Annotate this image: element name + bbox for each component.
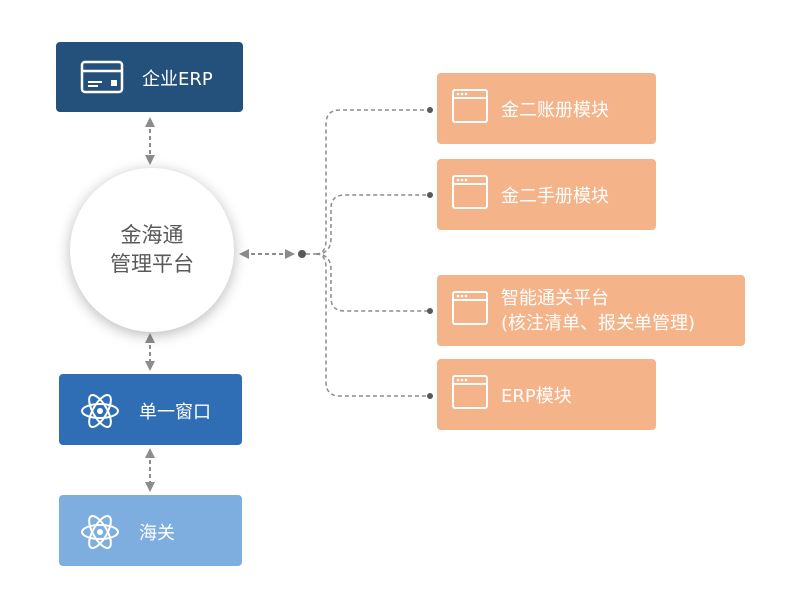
atom-icon xyxy=(81,515,119,549)
platform-title-line1: 金海通 xyxy=(120,223,184,247)
branch-endpoints xyxy=(427,107,433,399)
browser-window-icon xyxy=(452,89,488,123)
customs-box: 海关 xyxy=(59,495,242,566)
platform-node: 金海通 管理平台 xyxy=(70,168,234,332)
enterprise-erp-label: 企业ERP xyxy=(142,69,213,90)
atom-icon xyxy=(81,394,119,428)
browser-window-icon xyxy=(452,375,488,409)
module-label: 金二账册模块 xyxy=(501,100,609,121)
module-label: ERP模块 xyxy=(501,386,572,407)
single-window-label: 单一窗口 xyxy=(139,402,211,423)
single-window-box: 单一窗口 xyxy=(59,374,242,445)
module-box-ledger: 金二账册模块 xyxy=(437,73,656,144)
module-label-line2: (核注清单、报关单管理) xyxy=(501,313,696,334)
branch-connectors xyxy=(306,109,428,397)
module-box-erp: ERP模块 xyxy=(437,359,656,430)
module-box-manual: 金二手册模块 xyxy=(437,159,656,230)
customs-label: 海关 xyxy=(139,523,175,544)
enterprise-erp-box: 企业ERP xyxy=(56,42,243,112)
module-label-line1: 智能通关平台 xyxy=(501,288,609,309)
credit-card-icon xyxy=(80,60,124,94)
module-box-customs-platform: 智能通关平台 (核注清单、报关单管理) xyxy=(437,275,745,346)
browser-window-icon xyxy=(452,291,488,325)
module-label: 金二手册模块 xyxy=(501,186,609,207)
module-label: 智能通关平台 (核注清单、报关单管理) xyxy=(501,286,695,336)
browser-window-icon xyxy=(452,175,488,209)
platform-title-line2: 管理平台 xyxy=(110,252,194,276)
hub-node xyxy=(298,250,306,258)
